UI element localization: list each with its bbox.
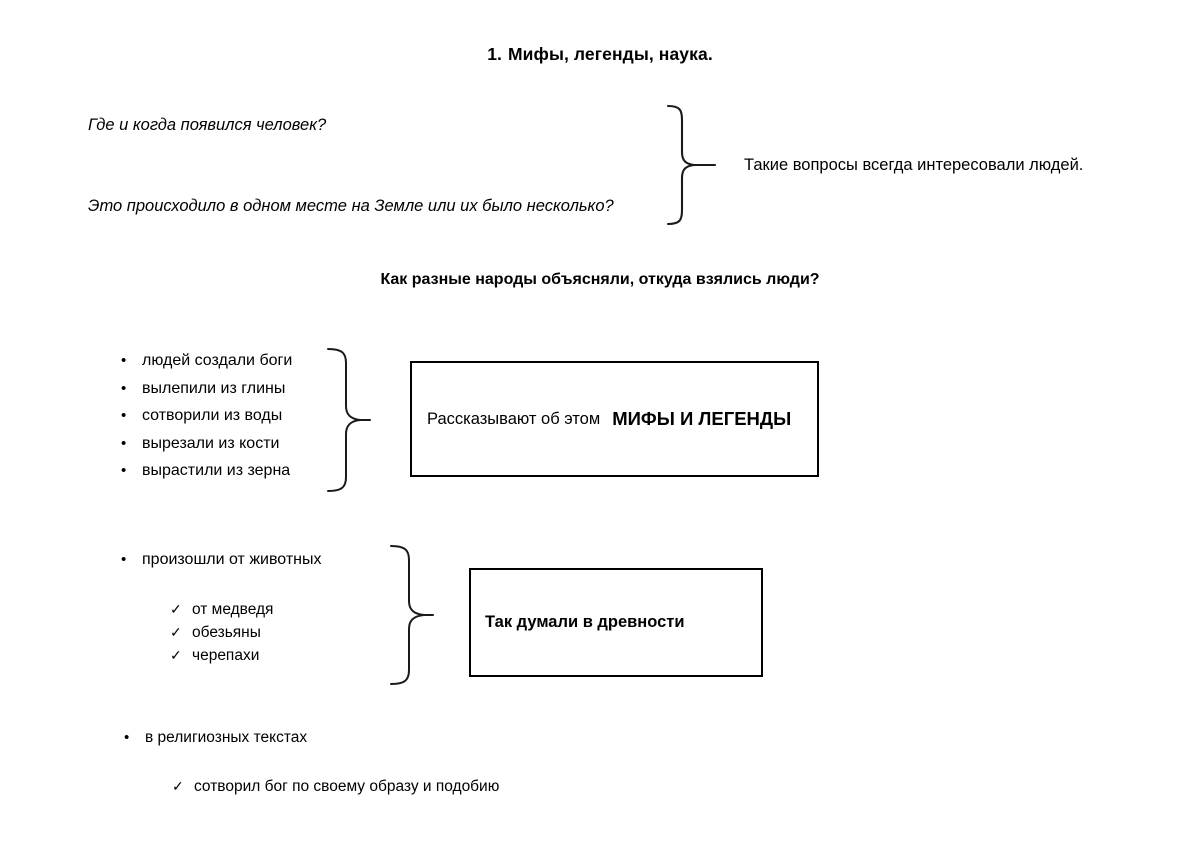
checkmark-icon: ✓ bbox=[172, 778, 184, 794]
list-item: • в религиозных текстах bbox=[124, 724, 307, 751]
bullet-icon: • bbox=[121, 462, 127, 479]
ancient-box-emphasis: Так думали в древности bbox=[485, 613, 685, 631]
bullet-icon: • bbox=[121, 434, 127, 452]
list-item: ✓ от медведя bbox=[170, 598, 273, 621]
religious-bullet-list: • в религиозных текстах bbox=[124, 724, 307, 751]
list-item-label: вырастили из зерна bbox=[142, 462, 291, 479]
list-item-label: людей создали боги bbox=[142, 352, 293, 369]
list-item: ✓ черепахи bbox=[170, 644, 273, 667]
list-item-label: сотворили из воды bbox=[142, 407, 283, 424]
bullet-icon: • bbox=[121, 352, 127, 369]
ancient-callout-box: Так думали в древности bbox=[469, 568, 763, 677]
intro-question-2: Это происходило в одном месте на Земле и… bbox=[88, 197, 614, 215]
list-item-label: произошли от животных bbox=[142, 551, 322, 568]
list-item: • вырезали из кости bbox=[121, 430, 292, 458]
page-title-number: 1. bbox=[487, 44, 502, 64]
right-curly-brace-icon bbox=[322, 343, 382, 503]
page-title: 1. Мифы, легенды, наука. bbox=[0, 44, 1200, 65]
list-item: • вырастили из зерна bbox=[121, 457, 292, 485]
right-curly-brace-icon bbox=[385, 540, 445, 695]
checkmark-icon: ✓ bbox=[170, 647, 182, 663]
list-item: • сотворили из воды bbox=[121, 402, 292, 430]
list-item-label: вылепили из глины bbox=[142, 379, 286, 397]
intro-statement: Такие вопросы всегда интересовали людей. bbox=[744, 156, 1084, 174]
section-heading: Как разные народы объясняли, откуда взял… bbox=[380, 271, 820, 288]
checkmark-icon: ✓ bbox=[170, 624, 182, 640]
animals-check-list: ✓ от медведя ✓ обезьяны ✓ черепахи bbox=[170, 598, 273, 667]
list-item: ✓ обезьяны bbox=[170, 621, 273, 644]
animals-bullet-list: • произошли от животных bbox=[121, 546, 322, 573]
bullet-icon: • bbox=[121, 551, 127, 568]
bullet-icon: • bbox=[121, 407, 127, 424]
list-item: • людей создали боги bbox=[121, 347, 292, 375]
list-item: • вылепили из глины bbox=[121, 375, 292, 403]
list-item-label: в религиозных текстах bbox=[145, 729, 308, 746]
list-item-label: от медведя bbox=[192, 601, 274, 618]
checkmark-icon: ✓ bbox=[170, 601, 182, 617]
myths-callout-box: Рассказывают об этом МИФЫ И ЛЕГЕНДЫ bbox=[410, 361, 819, 477]
list-item-label: черепахи bbox=[192, 647, 260, 664]
myths-bullet-list: • людей создали боги • вылепили из глины… bbox=[121, 347, 292, 485]
list-item: • произошли от животных bbox=[121, 546, 322, 573]
myths-box-emphasis: МИФЫ И ЛЕГЕНДЫ bbox=[612, 408, 792, 429]
list-item-label: сотворил бог по своему образу и подобию bbox=[194, 778, 500, 795]
religious-check-list: ✓ сотворил бог по своему образу и подоби… bbox=[172, 775, 499, 798]
bullet-icon: • bbox=[121, 379, 127, 397]
list-item: ✓ сотворил бог по своему образу и подоби… bbox=[172, 775, 499, 798]
list-item-label: обезьяны bbox=[192, 624, 261, 641]
bullet-icon: • bbox=[124, 729, 130, 746]
myths-box-lead: Рассказывают об этом bbox=[427, 409, 601, 428]
page-title-text: Мифы, легенды, наука. bbox=[508, 44, 713, 64]
list-item-label: вырезали из кости bbox=[142, 434, 280, 452]
right-curly-brace-icon bbox=[660, 100, 720, 235]
intro-question-1: Где и когда появился человек? bbox=[88, 116, 327, 134]
